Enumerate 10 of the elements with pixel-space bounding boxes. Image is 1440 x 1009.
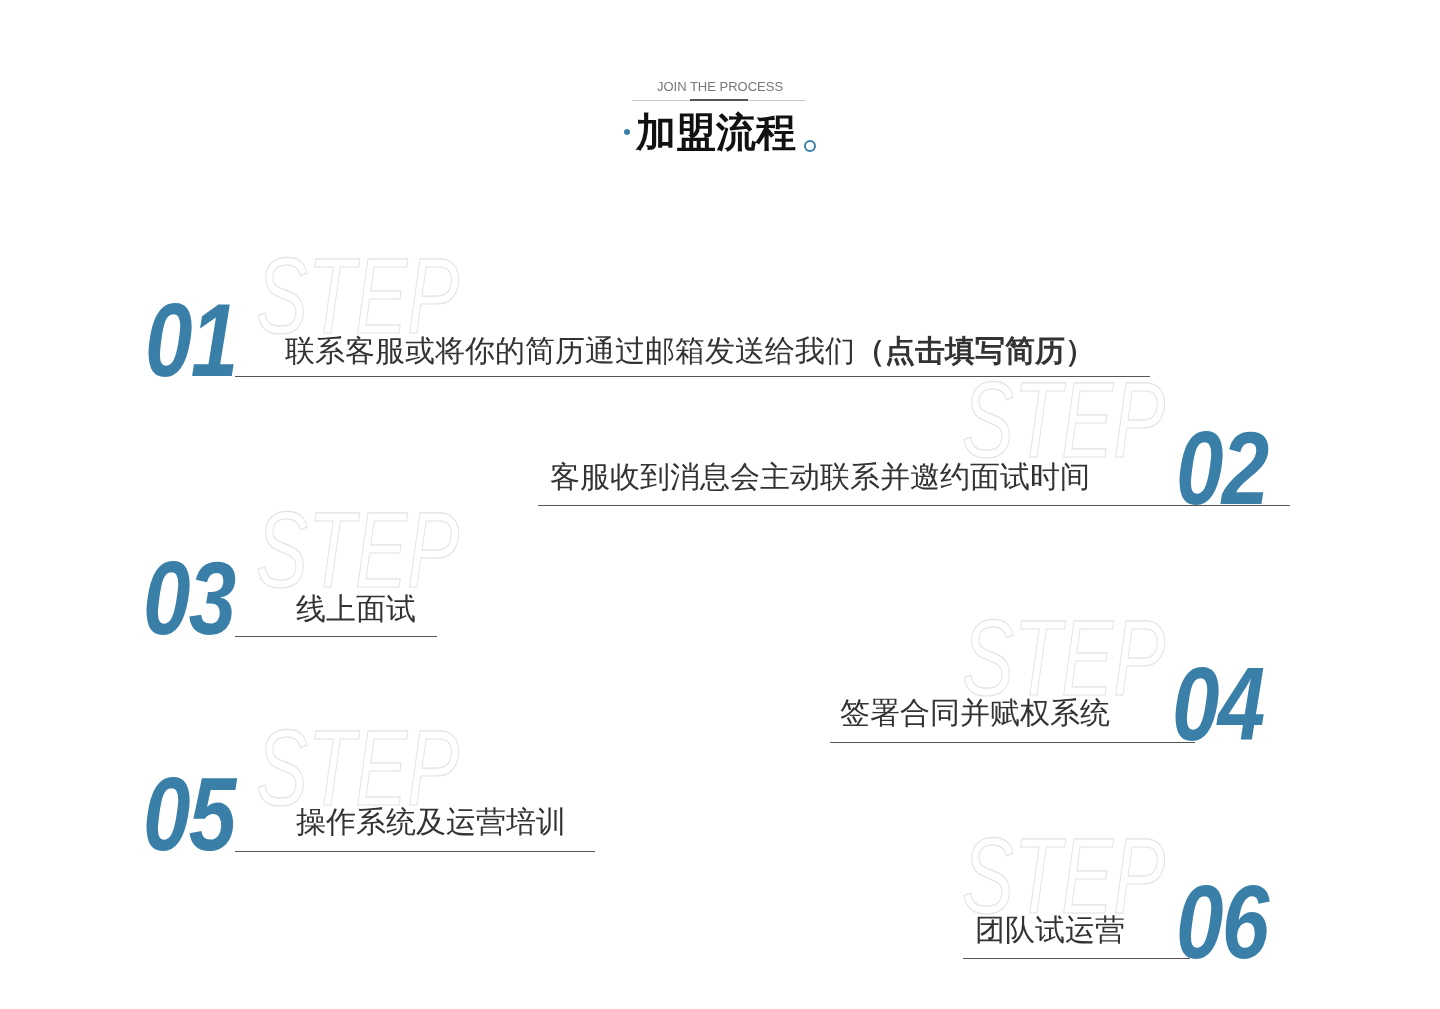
step-number: 01: [145, 288, 237, 392]
title-text: 加盟流程: [636, 110, 796, 154]
step-description: 线上面试: [296, 594, 416, 624]
step-number: 02: [1176, 416, 1268, 520]
step-number: 05: [143, 762, 235, 866]
step-number: 03: [143, 546, 235, 650]
subtitle-text: JOIN THE PROCESS: [655, 80, 785, 93]
step-description: 客服收到消息会主动联系并邀约面试时间: [550, 462, 1090, 492]
step-number: 04: [1172, 652, 1264, 756]
step-number: 06: [1176, 870, 1268, 974]
